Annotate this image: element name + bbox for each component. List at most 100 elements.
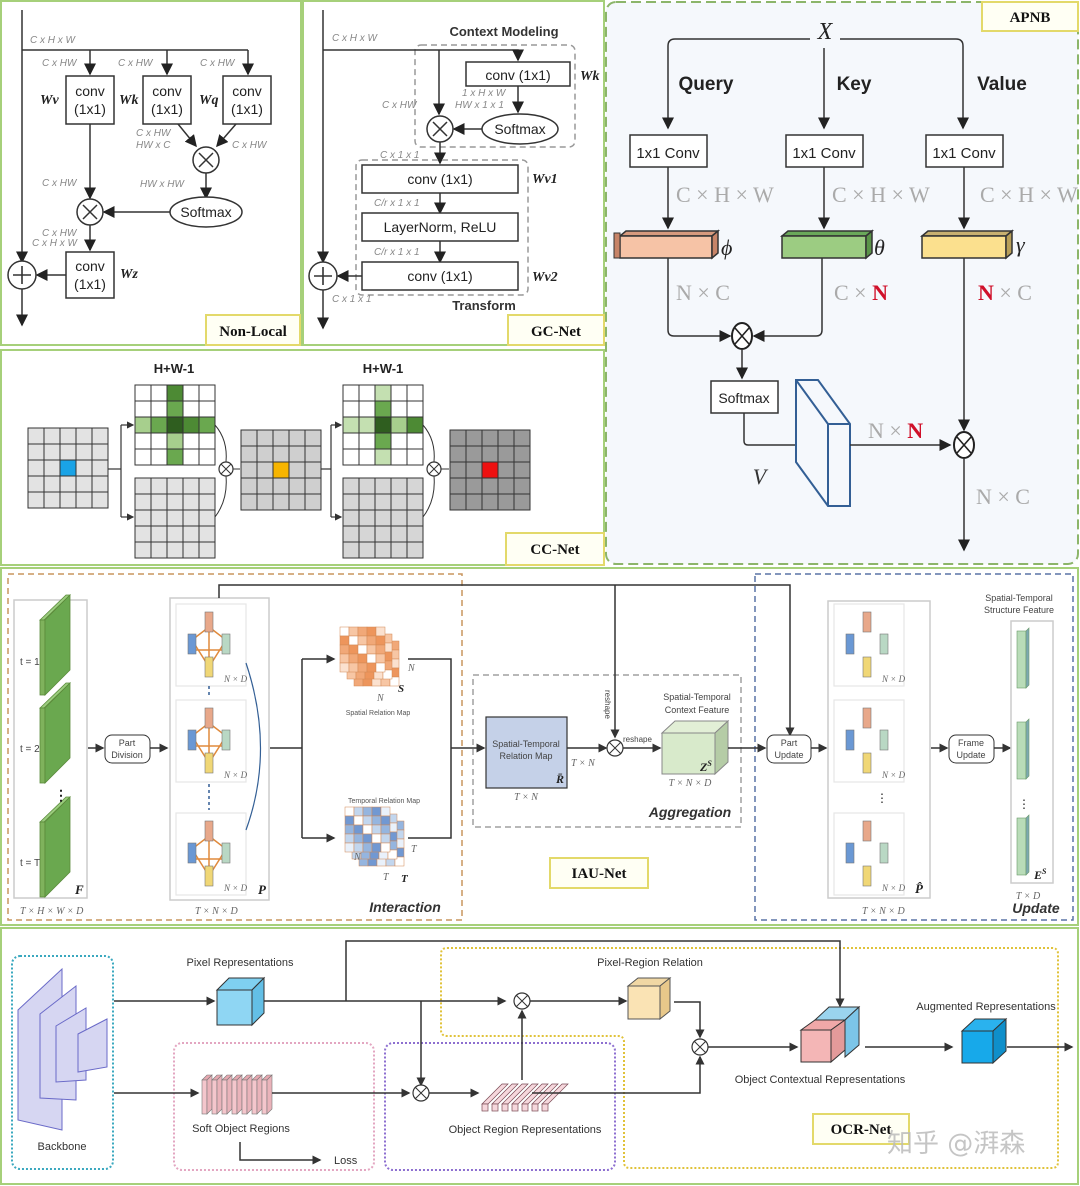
part-bar: [862, 656, 872, 678]
frame-slab: [39, 682, 71, 784]
frame-slab: [39, 796, 71, 898]
gc-input-dim: C x H x W: [332, 33, 379, 44]
grid-cell: [150, 400, 168, 418]
svg-text:T: T: [411, 844, 418, 855]
grid-cell: [240, 477, 258, 495]
apnb-dim-nn: N × N: [868, 418, 923, 443]
structure-bar: [1016, 718, 1030, 780]
grid-cell: [166, 384, 184, 402]
svg-text:Structure Feature: Structure Feature: [984, 605, 1054, 615]
grid-cell: [75, 491, 93, 509]
grid-cell: [513, 477, 531, 495]
gc-dim-k1: 1 x H x W: [462, 88, 507, 99]
grid-cell: [134, 384, 152, 402]
nl-dim-v: C x HW: [42, 58, 78, 69]
connector: [422, 475, 435, 518]
grid-cell: [390, 477, 408, 495]
soft-region-slice: [261, 1074, 273, 1115]
grid-cell: [481, 461, 499, 479]
grid-cell: [358, 384, 376, 402]
grid-cell: [374, 384, 392, 402]
svg-text:Context Feature: Context Feature: [665, 705, 730, 715]
grid-cell: [43, 443, 61, 461]
map-cell: [375, 635, 386, 646]
grid-cell: [374, 541, 392, 559]
watermark: 知乎 @湃森: [887, 1129, 1025, 1159]
grid-cell: [272, 445, 290, 463]
gc-softmax: Softmax: [494, 121, 545, 137]
apnb-softmax: Softmax: [718, 390, 769, 406]
cc-mid-grid: [240, 429, 322, 511]
grid-cell: [43, 427, 61, 445]
grid-cell: [342, 477, 360, 495]
nl-conv-q: conv (1x1): [222, 75, 272, 125]
grid-cell: [406, 384, 424, 402]
grid-cell: [390, 525, 408, 543]
nl-weight-v: Wv: [40, 93, 59, 108]
apnb-multiply-icon-2: [953, 431, 975, 459]
map-cell: [357, 662, 368, 673]
grid-cell: [256, 461, 274, 479]
map-cell: [380, 833, 391, 844]
gc-dim-out: C x 1 x 1: [332, 294, 371, 305]
grid-cell: [513, 493, 531, 511]
grid-cell: [182, 384, 200, 402]
grid-cell: [150, 448, 168, 466]
part-bar: [187, 729, 197, 751]
grid-cell: [150, 525, 168, 543]
grid-cell: [465, 493, 483, 511]
map-cell: [348, 653, 359, 664]
svg-text:T × N × D: T × N × D: [669, 778, 713, 789]
grid-cell: [134, 509, 152, 527]
object-region-slice: [481, 1083, 509, 1112]
iau-spatial-map-label: Spatial Relation Map: [346, 710, 411, 717]
map-cell: [362, 824, 373, 835]
iau-r-label: R̄: [555, 772, 564, 786]
part-bar: [204, 707, 214, 729]
object-region-slice: [521, 1083, 549, 1112]
grid-cell: [59, 459, 77, 477]
ocr-multiply-icon-1: [412, 1084, 430, 1102]
grid-cell: [150, 541, 168, 559]
map-cell: [339, 626, 350, 637]
apnb-attention-slab: [795, 379, 851, 507]
map-cell: [353, 815, 364, 826]
iau-context-cube: [660, 719, 730, 776]
grid-cell: [43, 475, 61, 493]
part-bar: [204, 752, 214, 774]
grid-cell: [406, 416, 424, 434]
grid-cell: [497, 461, 515, 479]
ocr-contextual-cube: [799, 1005, 861, 1064]
map-cell: [366, 626, 377, 637]
grid-cell: [390, 400, 408, 418]
grid-cell: [465, 429, 483, 447]
grid-cell: [150, 477, 168, 495]
iau-st-relation-map: [485, 716, 568, 789]
gc-conv-v2: conv (1x1): [407, 268, 472, 284]
iau-relation-maps: [339, 626, 405, 867]
nl-dim-out2: C x H x W: [32, 238, 79, 249]
grid-cell: [27, 491, 45, 509]
grid-cell: [304, 477, 322, 495]
grid-cell: [342, 400, 360, 418]
nl-conv-k: conv (1x1): [142, 75, 192, 125]
apnb-theta-tensor: [779, 229, 875, 260]
grid-cell: [449, 429, 467, 447]
connector: [422, 424, 435, 463]
map-cell: [353, 824, 364, 835]
iau-t2: t = 2: [20, 744, 40, 755]
iau-phat-label: P̂: [915, 881, 924, 896]
grid-cell: [166, 525, 184, 543]
part-dim: N × D: [223, 770, 248, 780]
nl-dim-v2: C x HW: [42, 178, 78, 189]
iau-part-update-1: Part: [781, 738, 798, 748]
iau-reshape: reshape: [623, 735, 652, 744]
grid-cell: [288, 445, 306, 463]
gc-dim-k2: HW x 1 x 1: [455, 100, 504, 111]
grid-cell: [256, 445, 274, 463]
svg-text:N: N: [353, 852, 362, 863]
iau-part-division-1: Part: [119, 738, 136, 748]
grid-cell: [358, 400, 376, 418]
ocr-contextual-label: Object Contextual Representations: [735, 1074, 906, 1086]
grid-cell: [390, 509, 408, 527]
